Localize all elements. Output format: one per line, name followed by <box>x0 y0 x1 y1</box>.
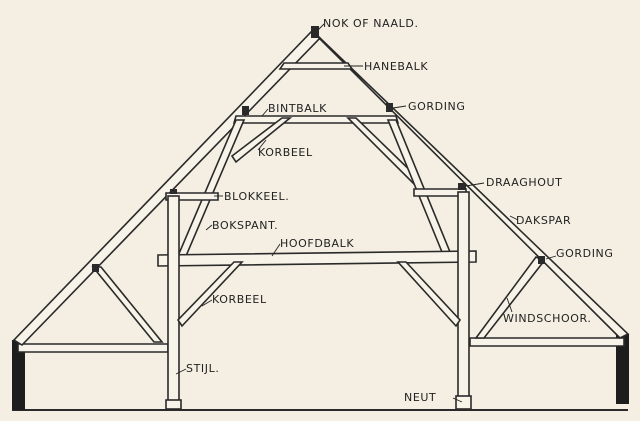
label-dakspar: DAKSPAR <box>516 214 571 227</box>
right-rafter <box>311 30 630 339</box>
label-korbeel-top: KORBEEL <box>258 146 313 159</box>
left-windschoor <box>91 266 164 343</box>
draaghout-block <box>458 183 466 190</box>
label-blokkeel: BLOKKEEL. <box>224 190 289 203</box>
left-post-stijl <box>167 195 180 403</box>
ridge-nok <box>311 26 319 38</box>
leader-stijl <box>175 368 187 375</box>
leader-neut <box>452 397 463 403</box>
leader-gording-top <box>392 105 407 109</box>
right-neut <box>455 395 472 410</box>
top-beam-bintbalk <box>232 115 400 124</box>
left-draaghout-block <box>170 189 177 194</box>
right-eave-beam <box>469 337 625 347</box>
leader-gording-right <box>545 255 557 260</box>
leader-bintbalk <box>261 108 269 117</box>
left-eave-beam <box>17 343 169 353</box>
left-neut <box>165 399 182 410</box>
label-bokspant: BOKSPANT. <box>212 219 278 232</box>
label-windschoor: WINDSCHOOR. <box>503 312 591 325</box>
leader-korbeel-top <box>257 139 267 151</box>
right-wall <box>616 334 629 404</box>
main-beam-hoofdbalk <box>157 250 477 267</box>
lower-right-brace <box>396 261 462 328</box>
leader-draaghout <box>465 182 485 187</box>
label-hanebalk: HANEBALK <box>364 60 428 73</box>
left-gording-block <box>92 264 99 272</box>
lower-left-brace <box>176 261 244 328</box>
label-draaghout: DRAAGHOUT <box>486 176 562 189</box>
right-gording-block <box>538 256 545 264</box>
label-stijl: STIJL. <box>186 362 219 375</box>
gording-block-left <box>242 106 249 115</box>
gording-block-right <box>386 103 393 112</box>
label-bintbalk: BINTBALK <box>268 102 327 115</box>
label-hoofdbalk: HOOFDBALK <box>280 237 354 250</box>
upper-left-brace <box>230 117 293 164</box>
leader-nok <box>317 23 325 31</box>
label-neut: NEUT <box>404 391 436 404</box>
leader-hoofdbalk <box>271 243 281 257</box>
label-nok: NOK OF NAALD. <box>323 17 419 30</box>
leader-korbeel-bottom <box>201 299 213 307</box>
left-wall <box>12 340 25 410</box>
label-gording-right: GORDING <box>556 247 614 260</box>
right-post-stijl <box>457 191 470 399</box>
right-windschoor <box>474 255 546 339</box>
left-rafter <box>12 29 322 347</box>
leader-windschoor <box>506 297 513 313</box>
collar-beam-hanebalk <box>278 62 354 70</box>
right-principal <box>386 119 452 253</box>
leader-dakspar <box>509 215 519 221</box>
label-korbeel-bottom: KORBEEL <box>212 293 267 306</box>
label-gording-top: GORDING <box>408 100 466 113</box>
leader-bokspant <box>205 224 213 231</box>
